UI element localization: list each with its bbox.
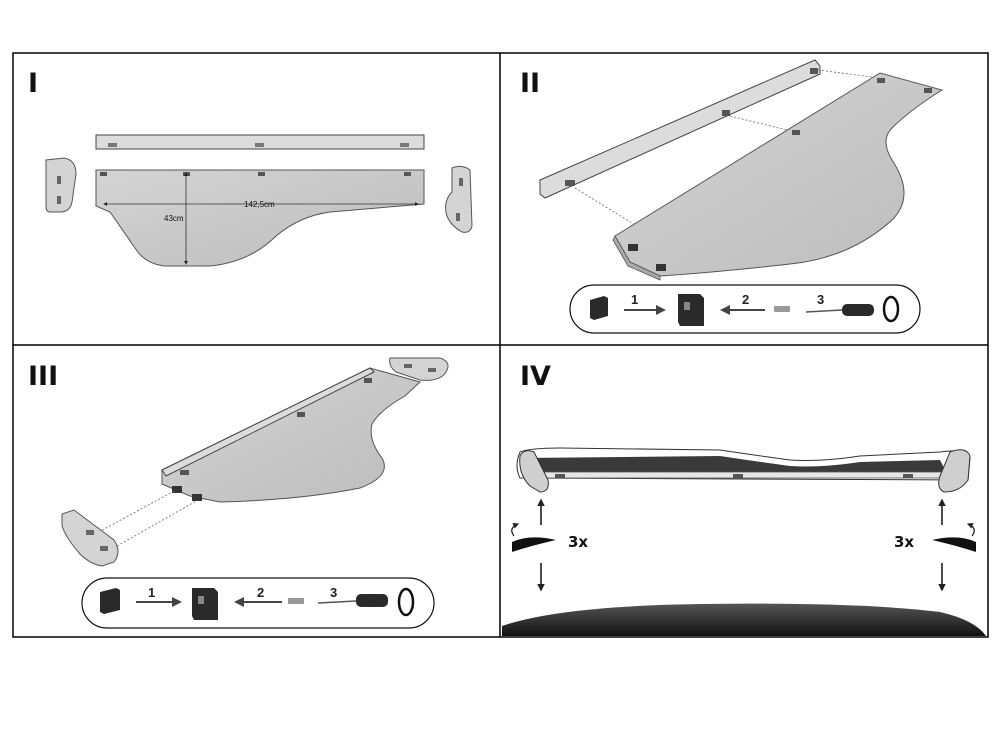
guide-line bbox=[94, 489, 177, 535]
panel-2: II 1 2 3 bbox=[520, 59, 944, 334]
step-number: 3 bbox=[817, 292, 824, 307]
clip-installed-icon bbox=[192, 588, 218, 620]
repeat-count-label: 3x bbox=[894, 533, 914, 551]
left-side-bracket bbox=[45, 157, 77, 213]
clip-icon bbox=[183, 172, 190, 176]
ring-icon bbox=[397, 587, 415, 617]
clip-icon bbox=[172, 486, 182, 493]
step-number: 2 bbox=[742, 292, 749, 307]
clip-icon bbox=[924, 88, 932, 93]
clip-icon bbox=[877, 78, 885, 83]
clip-icon bbox=[258, 172, 265, 176]
screw-icon bbox=[774, 306, 790, 312]
clip-icon bbox=[810, 68, 818, 74]
panel-4: IV 3x 3x bbox=[502, 361, 986, 636]
panel-label: II bbox=[520, 68, 540, 99]
step-number: 3 bbox=[330, 585, 337, 600]
clip-icon bbox=[255, 143, 264, 147]
clip-slot bbox=[198, 596, 204, 604]
clip-icon bbox=[100, 172, 107, 176]
floor-surface bbox=[502, 603, 986, 636]
left-side-bracket bbox=[61, 509, 119, 567]
clip-icon bbox=[400, 143, 409, 147]
panel-3: III 1 2 3 bbox=[28, 357, 449, 629]
clip-icon bbox=[86, 530, 94, 535]
screwdriver-icon bbox=[842, 304, 874, 316]
right-side-bracket bbox=[389, 357, 449, 381]
screwdriver-shaft bbox=[805, 309, 843, 313]
clip-icon bbox=[722, 110, 730, 116]
clip-icon bbox=[100, 546, 108, 551]
clip-icon bbox=[404, 172, 411, 176]
assembly-steps: 1 2 3 bbox=[81, 577, 435, 629]
step-number: 1 bbox=[148, 585, 155, 600]
clip-installed-icon bbox=[678, 294, 704, 326]
clip-icon bbox=[656, 264, 666, 271]
rail bbox=[161, 367, 375, 477]
shelf-board bbox=[614, 72, 944, 277]
ring-icon bbox=[882, 295, 900, 323]
shelf-board bbox=[161, 367, 421, 503]
clip-icon bbox=[57, 176, 61, 184]
clip-icon bbox=[565, 180, 575, 186]
clip-icon bbox=[456, 213, 460, 221]
clip-icon bbox=[459, 178, 463, 186]
clip-icon bbox=[628, 244, 638, 251]
width-dimension-label: 142,5cm bbox=[244, 200, 275, 209]
clip-icon bbox=[733, 474, 743, 478]
left-side-bracket bbox=[519, 450, 549, 493]
guide-line bbox=[729, 115, 796, 133]
clip-icon bbox=[57, 196, 61, 204]
panel-1: I 142,5cm 43cm bbox=[28, 68, 473, 267]
depth-dimension-label: 43cm bbox=[164, 214, 184, 223]
clip-icon bbox=[192, 494, 202, 501]
screwdriver-shaft bbox=[317, 600, 357, 604]
right-side-bracket bbox=[938, 449, 971, 493]
clip-icon bbox=[404, 364, 412, 368]
clip-icon bbox=[590, 296, 608, 320]
clip-icon bbox=[100, 588, 120, 614]
clip-icon bbox=[108, 143, 117, 147]
shelf-board bbox=[95, 169, 425, 267]
clip-icon bbox=[297, 412, 305, 417]
panel-label: III bbox=[28, 361, 58, 392]
clip-icon bbox=[792, 130, 800, 135]
rail bbox=[523, 471, 965, 479]
repeat-count-label: 3x bbox=[568, 533, 588, 551]
clip-icon bbox=[555, 474, 565, 478]
screw-icon bbox=[288, 598, 304, 604]
rotate-icon bbox=[511, 522, 556, 552]
rail bbox=[539, 59, 821, 199]
guide-line bbox=[574, 187, 641, 229]
clip-icon bbox=[364, 378, 372, 383]
guide-line bbox=[817, 69, 881, 79]
right-side-bracket bbox=[445, 165, 473, 233]
shelf-underside bbox=[524, 456, 946, 472]
step-number: 1 bbox=[631, 292, 638, 307]
step-number: 2 bbox=[257, 585, 264, 600]
clip-icon bbox=[903, 474, 913, 478]
clip-slot bbox=[684, 302, 690, 310]
panel-label: I bbox=[28, 68, 38, 99]
clip-icon bbox=[180, 470, 189, 475]
shelf-edge bbox=[612, 235, 661, 281]
guide-line bbox=[109, 499, 199, 551]
rail bbox=[95, 134, 425, 150]
panel-label: IV bbox=[520, 361, 551, 392]
clip-icon bbox=[428, 368, 436, 372]
screwdriver-icon bbox=[356, 594, 388, 607]
assembly-steps: 1 2 3 bbox=[569, 284, 921, 334]
rotate-icon bbox=[932, 522, 976, 552]
